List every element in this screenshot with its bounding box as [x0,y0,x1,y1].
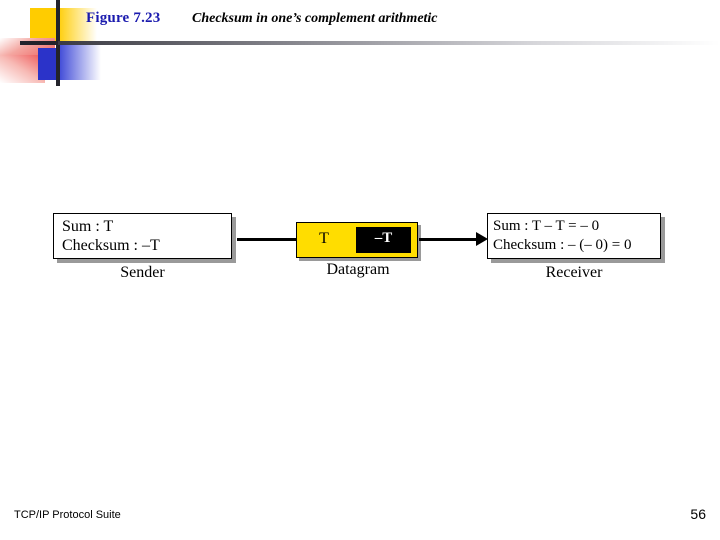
receiver-sum-line: Sum : T – T = – 0 [493,218,600,234]
datagram-checksum-field: –T [374,230,393,246]
figure-title: Checksum in one’s complement arithmetic [192,11,438,26]
receiver-caption: Receiver [545,264,603,281]
receiver-box: Sum : T – T = – 0 Checksum : – (– 0) = 0 [487,213,661,259]
datagram-data-field: T [319,230,329,247]
decoration-horizontal-rule [58,41,720,45]
decoration-horizontal-rule-left [20,41,60,45]
receiver-checksum-line: Checksum : – (– 0) = 0 [493,237,632,253]
connector-sender-to-datagram [237,238,297,241]
datagram-caption: Datagram [326,261,390,278]
figure-label: Figure 7.23 [86,10,161,26]
sender-caption: Sender [120,264,165,281]
decoration-yellow-gradient-band [57,8,97,41]
footer-book-title: TCP/IP Protocol Suite [14,509,121,521]
sender-sum-line: Sum : T [62,218,114,235]
connector-datagram-to-receiver [419,238,477,241]
arrow-head-icon [476,232,488,246]
page-number: 56 [690,506,706,522]
sender-checksum-line: Checksum : –T [62,237,160,254]
datagram-checksum-cell [356,227,411,253]
sender-box: Sum : T Checksum : –T [53,213,232,259]
decoration-yellow-square [30,8,57,41]
decoration-blue-gradient-band [57,44,101,80]
decoration-red-gradient-band [0,55,45,83]
